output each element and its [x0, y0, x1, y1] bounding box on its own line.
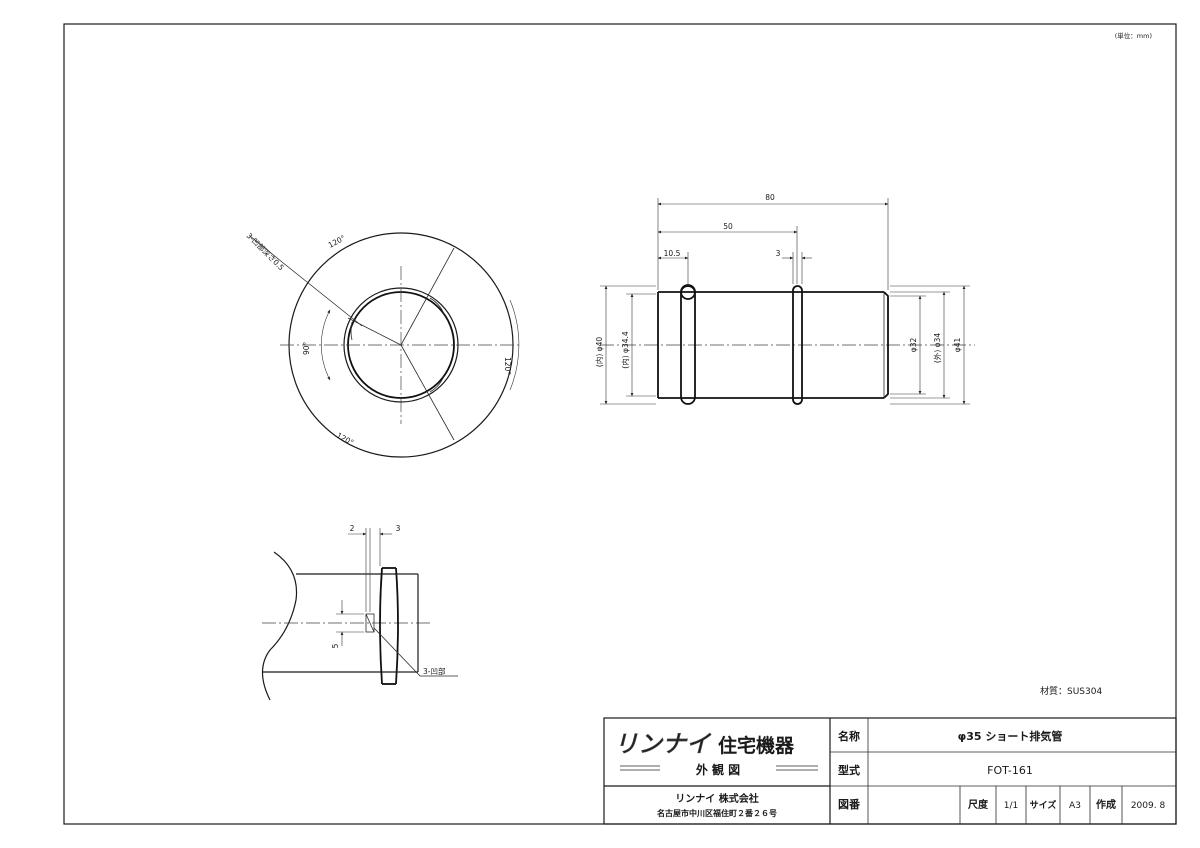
name-label: 名称: [838, 729, 860, 743]
detail-dim-2: 2: [350, 524, 355, 533]
name-value: φ35 ショート排気管: [958, 729, 1063, 743]
dim-50: 50: [723, 222, 733, 231]
front-recess-label: 3-凹部深さ0.5: [245, 230, 287, 272]
detail-dim-5: 5: [331, 643, 340, 648]
unit-note: (単位：mm): [1115, 31, 1152, 40]
size-label: サイズ: [1030, 799, 1057, 811]
front-angle-top: 120°: [327, 233, 347, 250]
created-label: 作成: [1096, 798, 1116, 811]
drawing-no-label: 図番: [838, 797, 861, 811]
division-label: 住宅機器: [718, 734, 795, 757]
title-block: リンナイ 住宅機器 外 観 図 リンナイ 株式会社 名古屋市中川区福住町２番２６…: [603, 717, 1177, 825]
drawing-type: 外 観 図: [696, 762, 740, 777]
scale-value: 1/1: [1004, 801, 1018, 811]
dim-overall-80: 80: [765, 193, 775, 202]
dim-3: 3: [776, 249, 781, 258]
material-note: 材質：SUS304: [1040, 685, 1102, 697]
side-view: 80 50 10.5 3 (内) φ40 (内) φ34.4 φ32 (外) φ…: [594, 193, 975, 405]
brand-logo: リンナイ: [614, 730, 712, 758]
model-label: 型式: [838, 763, 860, 777]
scale-label: 尺度: [968, 798, 989, 811]
detail-view: 2 3 5 3-凹部: [261, 524, 458, 701]
front-angle-left: 90°: [302, 341, 311, 355]
dim-32: φ32: [909, 338, 918, 353]
detail-dim-3: 3: [396, 524, 401, 533]
company-address: 名古屋市中川区福住町２番２６号: [657, 808, 777, 818]
dim-inner-40: (内) φ40: [594, 337, 604, 367]
sheet-border: [63, 23, 1177, 825]
front-view: 3-凹部深さ0.5 120° 120° 120° 90°: [245, 230, 522, 458]
dim-10-5: 10.5: [664, 249, 681, 258]
size-value: A3: [1069, 801, 1081, 811]
company-name: リンナイ 株式会社: [675, 792, 758, 805]
detail-recess-label: 3-凹部: [423, 666, 446, 676]
dim-outer-34: (外) φ34: [932, 333, 942, 363]
dim-inner-34-4: (内) φ34.4: [620, 331, 630, 369]
created-value: 2009. 8: [1131, 801, 1166, 811]
model-value: FOT-161: [987, 764, 1033, 777]
dim-41: φ41: [953, 338, 962, 353]
front-angle-right: 120°: [503, 357, 512, 375]
front-angle-bottom: 120°: [335, 431, 355, 448]
